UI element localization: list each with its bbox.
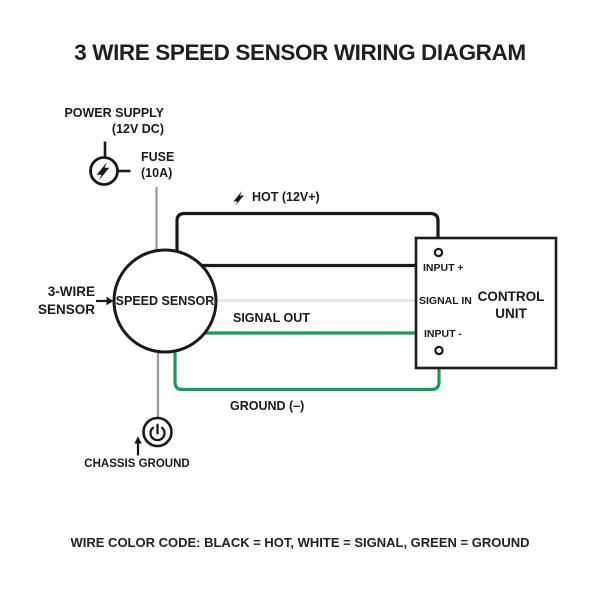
terminal-input-plus xyxy=(433,247,444,258)
terminal-input-minus xyxy=(434,345,444,356)
fuse-line2: (10A) xyxy=(141,165,173,180)
fuse-icon xyxy=(89,156,119,186)
diagram-title: 3 WIRE SPEED SENSOR WIRING DIAGRAM xyxy=(74,40,526,65)
arrow-up-icon xyxy=(134,436,142,456)
port-signal-in: SIGNAL IN xyxy=(419,295,472,307)
fuse-label: FUSE(10A) xyxy=(141,150,174,181)
chassis-ground-icon xyxy=(142,416,173,448)
port-input-minus: INPUT - xyxy=(424,328,462,340)
fuse-bolt-icon xyxy=(96,162,110,181)
arrow-right-icon xyxy=(96,296,114,306)
fuse-line1: FUSE xyxy=(141,150,175,164)
power-supply-line1: POWER SUPPLY xyxy=(64,106,164,120)
signal-out-label: SIGNAL OUT xyxy=(233,311,310,325)
port-input-plus: INPUT + xyxy=(423,262,464,274)
hot-wire xyxy=(175,211,440,252)
callout-line2: SENSOR xyxy=(37,301,95,317)
hot-wire-label: HOT (12V+) xyxy=(252,190,320,204)
sensor-callout-label: 3-WIRE SENSOR xyxy=(38,283,95,318)
ground-return-wire xyxy=(173,349,441,392)
callout-line1: 3-WIRE xyxy=(47,284,95,299)
speed-sensor-circle xyxy=(112,248,218,354)
control-unit-line2: UNIT xyxy=(495,305,527,321)
control-unit-line1: CONTROL xyxy=(477,289,545,304)
power-supply-label: POWER SUPPLY(12V DC) xyxy=(64,106,164,137)
speed-sensor-label: SPEED SENSOR xyxy=(115,294,215,308)
power-supply-line2: (12V DC) xyxy=(111,121,164,136)
ground-wire-label: GROUND (–) xyxy=(230,399,305,413)
chassis-ground-label: CHASSIS GROUND xyxy=(84,458,190,470)
wire-color-code: WIRE COLOR CODE: BLACK = HOT, WHITE = SI… xyxy=(70,535,530,550)
hot-bolt-icon xyxy=(233,191,244,206)
